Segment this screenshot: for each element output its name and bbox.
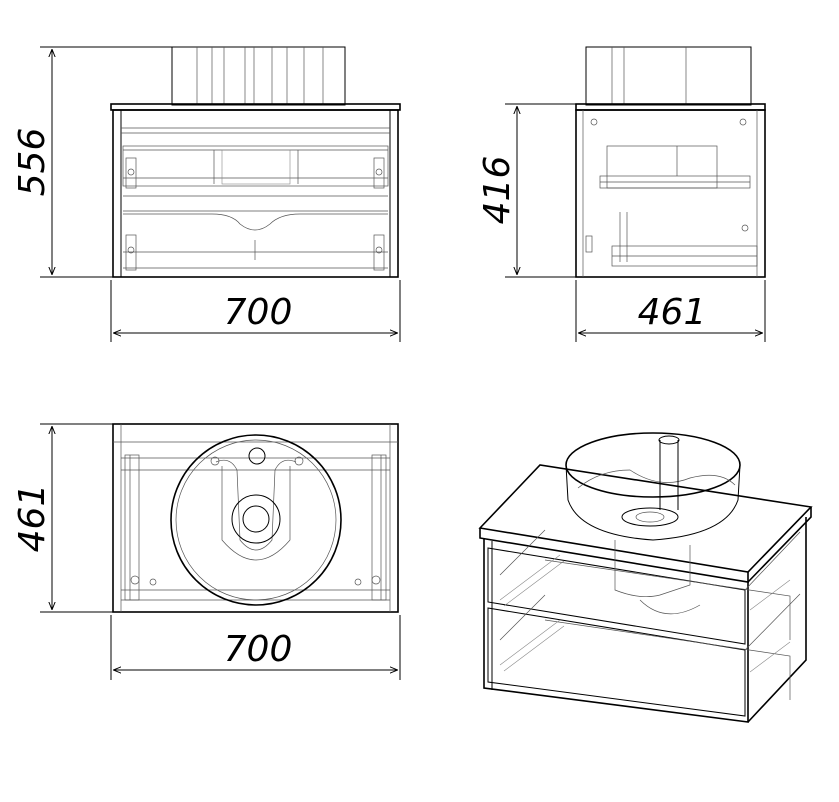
side-depth-label: 461 bbox=[638, 292, 707, 333]
iso-sink-bowl bbox=[565, 464, 741, 541]
iso-countertop bbox=[478, 464, 813, 573]
top-sink-drain-outer bbox=[231, 494, 281, 544]
iso-sink-rim bbox=[565, 432, 741, 498]
top-view: 461 700 bbox=[12, 423, 401, 680]
top-width-label: 700 bbox=[224, 629, 293, 670]
side-height-label: 416 bbox=[477, 156, 518, 225]
side-cabinet-body bbox=[575, 109, 766, 278]
top-sink-faucet-hole bbox=[248, 447, 266, 465]
front-sink-bowl bbox=[171, 46, 346, 106]
side-sink-bowl bbox=[585, 46, 752, 106]
front-view: 556 700 bbox=[12, 46, 401, 342]
top-cabinet-outline bbox=[112, 423, 399, 613]
front-height-label: 556 bbox=[12, 128, 53, 197]
front-upper-drawer bbox=[122, 145, 389, 187]
isometric-view bbox=[478, 432, 813, 723]
iso-cabinet-front bbox=[483, 538, 749, 723]
front-cabinet-body bbox=[112, 109, 399, 278]
front-width-label: 700 bbox=[224, 292, 293, 333]
top-depth-label: 461 bbox=[12, 484, 53, 553]
top-sink-drain-inner bbox=[242, 505, 270, 533]
top-sink-outer bbox=[170, 434, 342, 606]
side-view: 416 461 bbox=[477, 46, 766, 342]
